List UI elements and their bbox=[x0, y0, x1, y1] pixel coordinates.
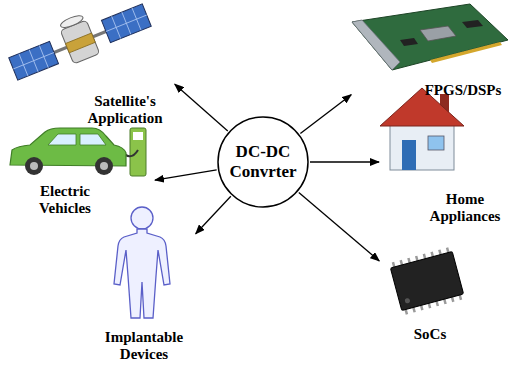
arrow-connector bbox=[300, 95, 351, 134]
satellite-foil bbox=[66, 33, 96, 53]
house-door bbox=[402, 140, 416, 170]
car-hub bbox=[30, 162, 38, 170]
arrow-connector bbox=[175, 84, 228, 131]
figure-head bbox=[131, 207, 153, 229]
application-label: Electric Vehicles bbox=[4, 110, 154, 218]
converter-circle: DC-DC Convrter bbox=[217, 116, 309, 208]
panel-grid bbox=[9, 41, 59, 80]
car-window bbox=[48, 134, 76, 145]
application-name: Satellite's Application bbox=[79, 93, 171, 128]
board-bracket bbox=[352, 20, 400, 70]
house-window bbox=[428, 136, 444, 150]
solar-panel bbox=[9, 41, 59, 80]
application-name: Home Appliances bbox=[420, 191, 510, 226]
car-window bbox=[80, 134, 106, 145]
solar-panel bbox=[101, 4, 151, 43]
electric-car-icon bbox=[10, 128, 146, 176]
car-hub bbox=[100, 162, 108, 170]
circle-outline bbox=[218, 117, 308, 207]
application-name: Electric Vehicles bbox=[29, 183, 101, 218]
board-chip bbox=[400, 38, 418, 46]
arrow-connector bbox=[155, 170, 217, 180]
application-label: Implantable Devices bbox=[95, 200, 195, 364]
satellite-icon bbox=[4, 0, 154, 86]
fpga-board-icon bbox=[352, 4, 508, 70]
application-name: SoCs bbox=[414, 326, 447, 343]
house-icon bbox=[380, 88, 464, 170]
figure-body bbox=[114, 229, 170, 318]
application-label: Satellite's Application bbox=[8, 2, 174, 128]
charging-post bbox=[130, 128, 146, 176]
pcb bbox=[352, 4, 508, 70]
arrow-connector bbox=[299, 192, 379, 260]
application-label: SoCs bbox=[380, 246, 480, 344]
application-label: Home Appliances bbox=[380, 84, 514, 226]
panel-grid bbox=[101, 4, 151, 43]
soc-chip-icon bbox=[389, 247, 465, 316]
arrow-connector bbox=[310, 161, 379, 162]
human-figure-icon bbox=[114, 207, 170, 318]
application-name: FPGS/DSPs bbox=[425, 82, 502, 99]
car-wheel bbox=[25, 157, 43, 175]
application-label: FPGS/DSPs bbox=[352, 2, 514, 100]
board-chip bbox=[462, 20, 483, 28]
satellite-dish bbox=[59, 13, 84, 29]
chip-body bbox=[390, 251, 463, 310]
car-wheel bbox=[95, 157, 113, 175]
charging-screen bbox=[133, 132, 143, 140]
chip-dot bbox=[404, 298, 410, 304]
edge-connector bbox=[430, 42, 502, 63]
house-wall bbox=[390, 124, 454, 170]
converter-label: DC-DC Convrter bbox=[225, 142, 301, 181]
application-name: Implantable Devices bbox=[98, 329, 190, 364]
board-chip bbox=[420, 26, 456, 41]
arrow-connector bbox=[196, 196, 231, 233]
